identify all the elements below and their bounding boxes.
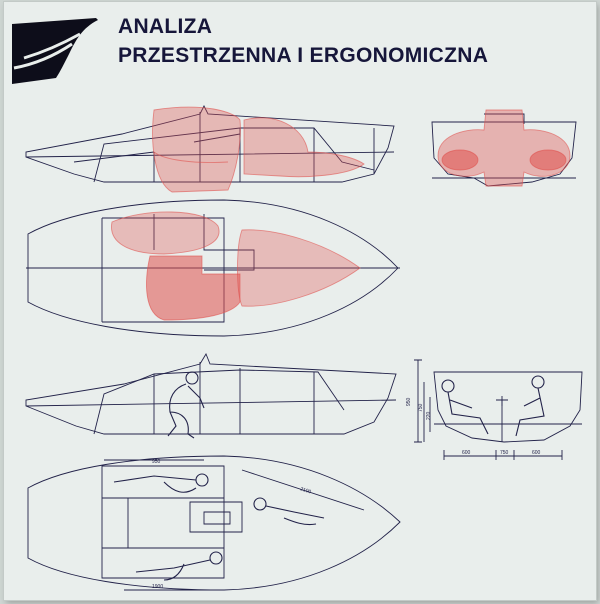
logo-wave-mark xyxy=(12,18,98,84)
red-volume-side xyxy=(152,106,365,193)
cross-section-seated xyxy=(414,359,583,460)
dim-section-v2: 750 xyxy=(418,403,424,412)
dim-plan-bottom: 1900 xyxy=(152,584,163,590)
title-line-2: PRZESTRZENNA I ERGONOMICZNA xyxy=(118,44,489,67)
hull-side-ergonomic xyxy=(25,352,397,435)
drawing-board: ANALIZA PRZESTRZENNA I ERGONOMICZNA xyxy=(4,2,596,600)
hull-plan-view xyxy=(26,199,400,337)
figure-crouching xyxy=(167,371,205,439)
technical-drawing: 950 2100 1900 950 750 220 600 750 600 xyxy=(25,104,583,591)
dim-section-b1: 600 xyxy=(462,450,471,456)
hull-plan-ergonomic xyxy=(27,455,401,591)
title: ANALIZA PRZESTRZENNA I ERGONOMICZNA xyxy=(118,12,488,70)
dim-section-v1: 950 xyxy=(406,397,412,406)
figure-lying-top xyxy=(113,473,209,493)
red-volume-plan xyxy=(111,211,361,321)
figure-lying-right xyxy=(253,497,325,526)
dim-plan-diag: 2100 xyxy=(299,486,312,495)
figure-seated-right xyxy=(515,375,545,437)
dim-section-v3: 220 xyxy=(426,411,432,420)
dim-section-b3: 600 xyxy=(532,450,541,456)
dim-section-b2: 750 xyxy=(500,450,509,456)
title-line-1: ANALIZA xyxy=(118,15,213,38)
figure-lying-bottom xyxy=(135,551,223,581)
dim-plan-top-left: 950 xyxy=(152,459,161,465)
figure-seated-left xyxy=(441,379,489,435)
red-volume-section xyxy=(437,109,571,187)
